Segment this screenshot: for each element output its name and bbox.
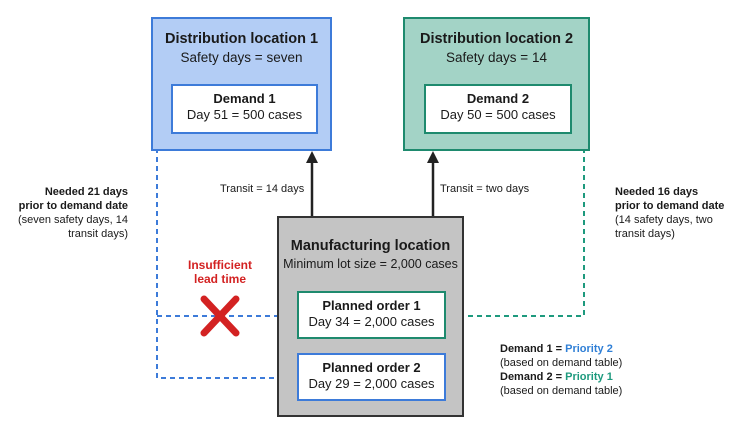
planned-order-1-title: Planned order 1: [322, 298, 421, 313]
priority-legend: Demand 1 = Priority 2 (based on demand t…: [500, 342, 740, 398]
priority-demand-1: Demand 1 = Priority 2: [500, 342, 740, 356]
demand-1-title: Demand 1: [213, 91, 276, 106]
demand-2-box: Demand 2 Day 50 = 500 cases: [424, 84, 572, 134]
priority-demand-2-eq: =: [552, 371, 566, 383]
warning-line1: Insufficient: [187, 258, 252, 272]
insufficient-lead-time-label: Insufficient lead time: [180, 258, 260, 286]
manufacturing-location-title: Manufacturing location: [290, 238, 451, 254]
priority-demand-2-note: (based on demand table): [500, 385, 623, 397]
transit-right-label: Transit = two days: [440, 183, 530, 195]
manufacturing-min-lot-size: Minimum lot size = 2,000 cases: [283, 257, 458, 271]
planned-order-1-box: Planned order 1 Day 34 = 2,000 cases: [297, 291, 446, 339]
priority-demand-2-value: Priority 1: [565, 371, 613, 383]
planned-order-2-box: Planned order 2 Day 29 = 2,000 cases: [297, 353, 446, 401]
left-note-line1: Needed 21 days: [44, 186, 128, 198]
left-note-line3: (seven safety days, 14: [17, 214, 128, 226]
left-note-line2: prior to demand date: [18, 200, 128, 212]
priority-demand-1-label: Demand 1: [500, 343, 553, 355]
left-lead-time-note: Needed 21 days prior to demand date (sev…: [8, 185, 128, 241]
priority-demand-2-label: Demand 2: [500, 371, 553, 383]
demand-1-box: Demand 1 Day 51 = 500 cases: [171, 84, 318, 134]
demand1-dashed-path: [156, 107, 297, 379]
distribution-location-2-title: Distribution location 2: [419, 31, 574, 47]
demand-2-title: Demand 2: [466, 91, 530, 106]
transit-arrowhead-right: [427, 151, 439, 163]
distribution-location-2: Distribution location 2 Safety days = 14…: [403, 17, 590, 151]
priority-demand-1-note: (based on demand table): [500, 357, 623, 369]
planned-order-2-detail: Day 29 = 2,000 cases: [308, 376, 435, 391]
priority-demand-1-eq: =: [552, 343, 566, 355]
demand-2-detail: Day 50 = 500 cases: [440, 107, 556, 122]
manufacturing-location: Manufacturing location Minimum lot size …: [277, 216, 464, 417]
right-note-line2: prior to demand date: [615, 200, 725, 212]
right-note-line1: Needed 16 days: [615, 186, 699, 198]
planned-order-2-title: Planned order 2: [322, 360, 421, 375]
insufficient-lead-time-x-icon: [200, 295, 240, 337]
priority-demand-1-value: Priority 2: [565, 343, 613, 355]
right-note-line3: (14 safety days, two: [615, 214, 713, 226]
distribution-location-2-safety-days: Safety days = 14: [446, 50, 547, 65]
priority-demand-2: Demand 2 = Priority 1: [500, 370, 740, 384]
transit-arrowhead-left: [306, 151, 318, 163]
transit-left-label: Transit = 14 days: [220, 183, 305, 195]
demand2-dashed-path: [444, 107, 585, 317]
distribution-location-1-safety-days: Safety days = seven: [180, 50, 303, 65]
right-note-line4: transit days): [615, 228, 675, 240]
distribution-location-1: Distribution location 1 Safety days = se…: [151, 17, 332, 151]
distribution-location-1-title: Distribution location 1: [164, 31, 319, 47]
warning-line2: lead time: [193, 272, 247, 286]
demand-1-detail: Day 51 = 500 cases: [186, 107, 303, 122]
left-note-line4: transit days): [68, 228, 128, 240]
planned-order-1-detail: Day 34 = 2,000 cases: [308, 314, 435, 329]
right-lead-time-note: Needed 16 days prior to demand date (14 …: [615, 185, 740, 241]
